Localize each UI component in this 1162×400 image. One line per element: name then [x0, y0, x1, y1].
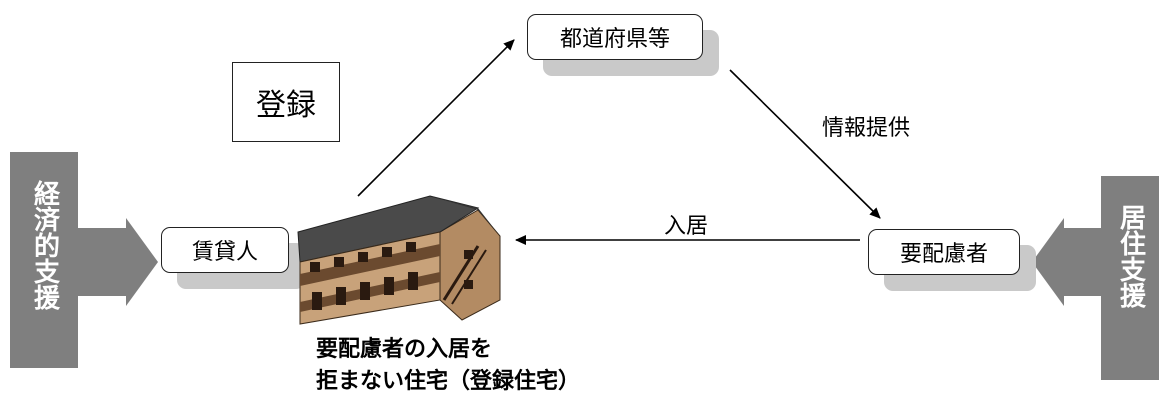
information-provision-label: 情報提供: [822, 116, 911, 141]
needy-person-label: 要配慮者: [899, 242, 988, 267]
landlord-box: 賃貸人: [161, 227, 289, 273]
block-arrow-left-icon: [1032, 218, 1110, 306]
prefecture-box: 都道府県等: [527, 14, 703, 60]
housing-support-label: 居住支援: [1115, 204, 1146, 308]
block-arrow-right-icon: [70, 218, 158, 306]
registered-housing-caption: 要配慮者の入居を 拒まない住宅（登録住宅）: [316, 334, 580, 398]
economic-support-label: 経済的支援: [29, 180, 60, 310]
registration-label: 登録: [256, 88, 316, 123]
needy-person-box: 要配慮者: [868, 229, 1020, 275]
prefecture-label: 都道府県等: [559, 27, 670, 52]
move-in-label: 入居: [664, 214, 709, 239]
landlord-label: 賃貸人: [191, 240, 258, 265]
caption-line-2: 拒まない住宅（登録住宅）: [316, 369, 581, 394]
economic-support-panel: 経済的支援: [10, 152, 78, 368]
caption-line-1: 要配慮者の入居を: [316, 337, 493, 362]
registration-box: 登録: [232, 62, 340, 142]
housing-support-panel: 居住支援: [1101, 176, 1159, 380]
